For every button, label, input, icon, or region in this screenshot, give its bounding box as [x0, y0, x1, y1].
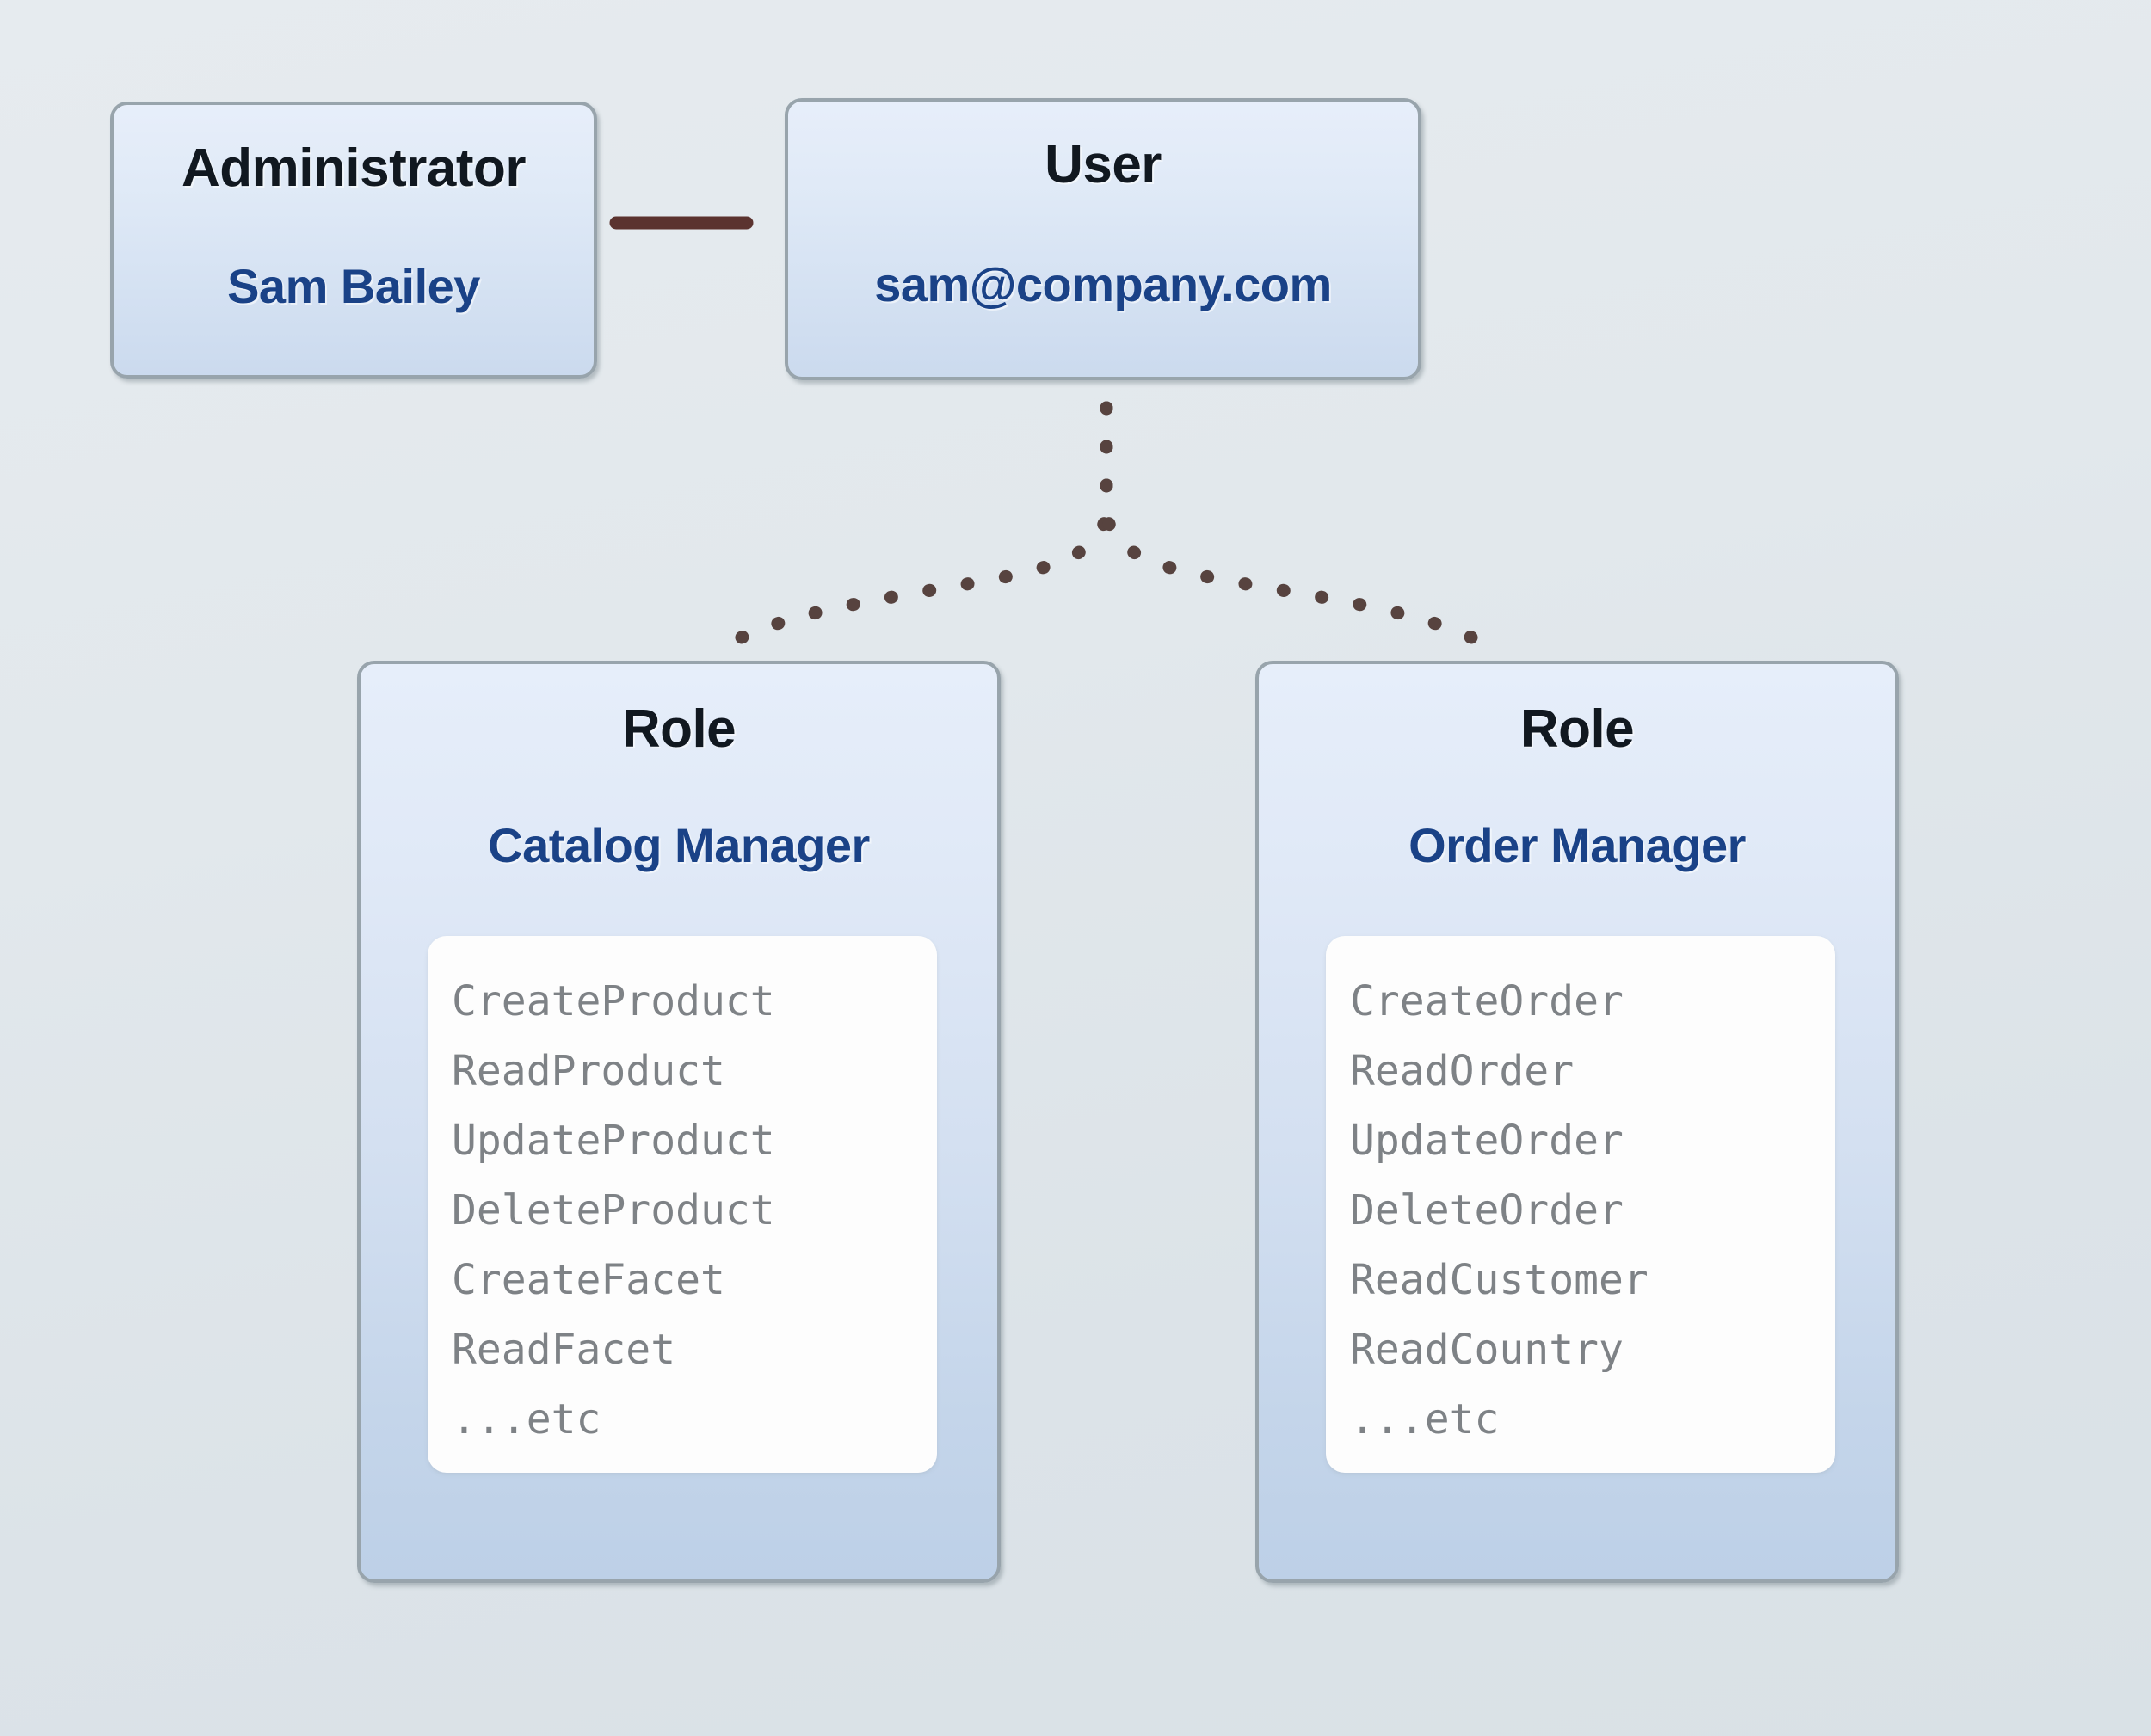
administrator-type-label: Administrator [182, 139, 526, 198]
edge-user-to-role-order [1100, 401, 1507, 659]
node-role-catalog-manager[interactable]: Role Catalog Manager CreateProduct ReadP… [357, 661, 1001, 1583]
node-role-order-manager[interactable]: Role Order Manager CreateOrder ReadOrder… [1255, 661, 1899, 1583]
permission-item: ReadCountry [1350, 1326, 1624, 1374]
permission-item: ReadCustomer [1350, 1256, 1649, 1304]
permission-item: ...etc [1350, 1395, 1500, 1444]
user-type-label: User [1045, 135, 1162, 194]
permission-item: UpdateOrder [1350, 1117, 1624, 1165]
permission-item: DeleteProduct [452, 1186, 775, 1234]
permission-item: CreateProduct [452, 977, 775, 1025]
permission-item: ...etc [452, 1395, 601, 1444]
permission-item: CreateFacet [452, 1256, 725, 1304]
role-catalog-type-label: Role [621, 699, 737, 759]
role-order-type-label: Role [1519, 699, 1635, 759]
node-user[interactable]: User sam@company.com [785, 98, 1421, 380]
permission-item: DeleteOrder [1350, 1186, 1624, 1234]
permission-item: CreateOrder [1350, 977, 1624, 1025]
role-catalog-value: Catalog Manager [488, 818, 870, 872]
permission-item: UpdateProduct [452, 1117, 775, 1165]
edge-user-to-role-catalog [706, 401, 1113, 659]
permission-item: ReadFacet [452, 1326, 676, 1374]
node-administrator[interactable]: Administrator Sam Bailey [110, 102, 597, 379]
permission-item: ReadProduct [452, 1047, 725, 1095]
role-order-permission-panel: CreateOrder ReadOrder UpdateOrder Delete… [1326, 936, 1835, 1473]
user-value: sam@company.com [874, 257, 1332, 311]
administrator-value: Sam Bailey [227, 259, 480, 313]
role-catalog-permission-panel: CreateProduct ReadProduct UpdateProduct … [428, 936, 937, 1473]
role-order-value: Order Manager [1408, 818, 1746, 872]
permission-item: ReadOrder [1350, 1047, 1575, 1095]
